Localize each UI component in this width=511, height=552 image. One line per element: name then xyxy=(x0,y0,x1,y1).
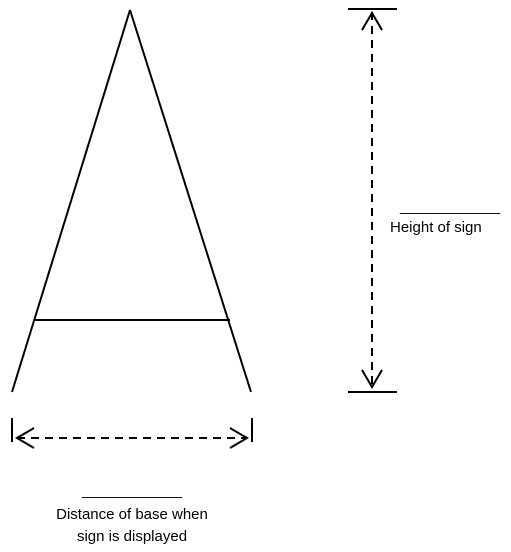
height-arrow-down-icon xyxy=(361,369,383,389)
sign-left-leg xyxy=(11,9,131,393)
height-arrow-up-icon xyxy=(361,11,383,31)
base-arrow-right-icon xyxy=(229,427,249,449)
height-answer-blank: ____________ xyxy=(399,198,501,215)
base-label-line-2: sign is displayed xyxy=(77,528,187,545)
base-dimension xyxy=(11,418,253,449)
height-label: Height of sign xyxy=(390,219,482,236)
base-answer-blank: ____________ xyxy=(81,482,183,499)
base-arrow-left-icon xyxy=(15,427,35,449)
sign-right-leg xyxy=(129,9,252,393)
height-dimension xyxy=(348,8,397,393)
a-frame-sign xyxy=(11,9,252,393)
base-label-line-1: Distance of base when xyxy=(56,506,208,523)
